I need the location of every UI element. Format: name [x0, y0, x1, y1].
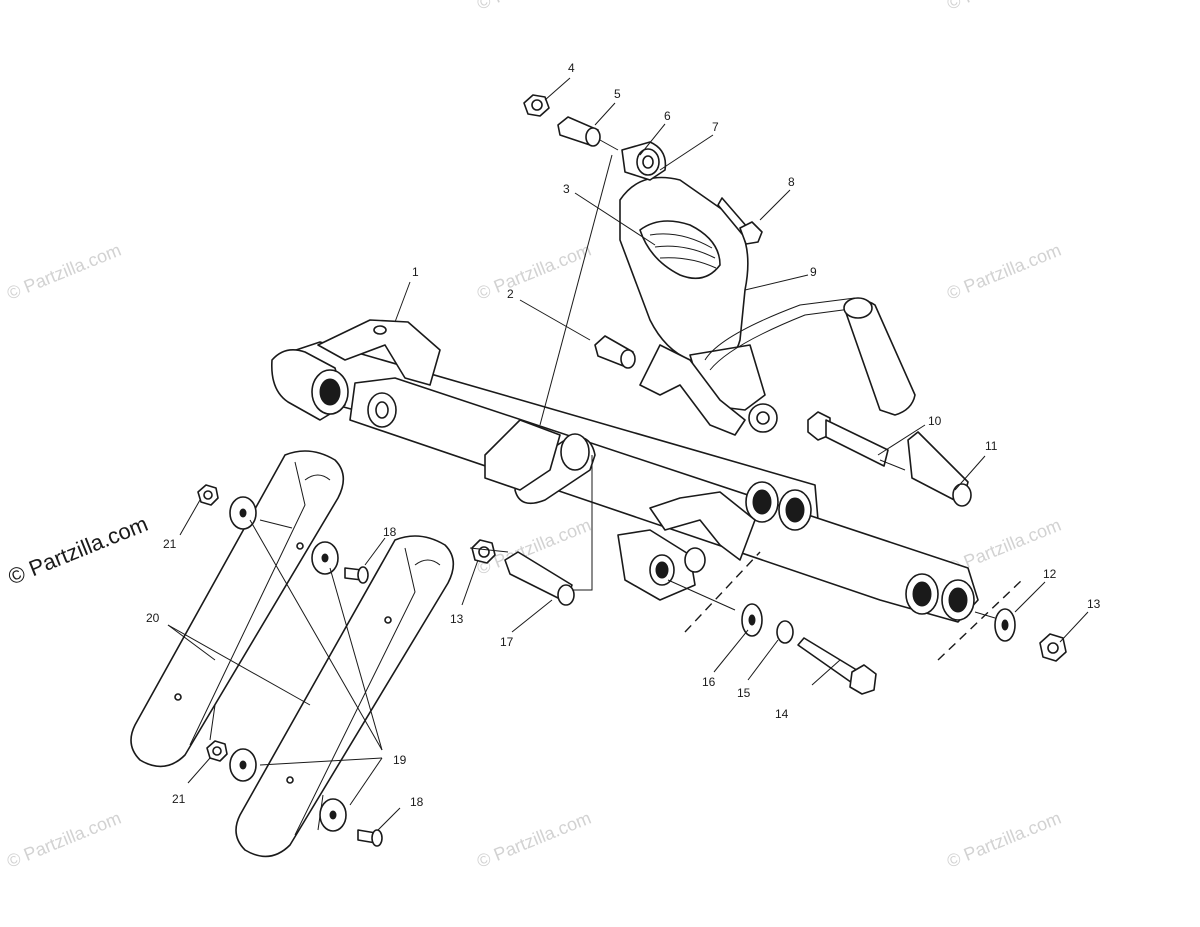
swing-arm — [271, 319, 979, 623]
watermark-text: © Partzilla.com — [944, 808, 1064, 872]
callout-17: 17 — [500, 635, 514, 649]
callout-15: 15 — [737, 686, 751, 700]
callout-12: 12 — [1043, 567, 1057, 581]
callout-1: 1 — [412, 265, 419, 279]
callout-3: 3 — [563, 182, 570, 196]
callout-2: 2 — [507, 287, 514, 301]
watermark-text: © Partzilla.com — [474, 0, 594, 14]
top-hardware — [523, 94, 972, 507]
callout-20: 20 — [146, 611, 160, 625]
callout-21: 21 — [163, 537, 177, 551]
right-hardware — [471, 539, 1067, 695]
callout-13: 13 — [1087, 597, 1101, 611]
shock-absorber — [619, 141, 916, 436]
watermark-main: © Partzilla.com — [5, 511, 152, 590]
callout-16: 16 — [702, 675, 716, 689]
watermark-text: © Partzilla.com — [944, 240, 1064, 304]
callout-11: 11 — [985, 439, 998, 453]
callout-4: 4 — [568, 61, 575, 75]
callout-8: 8 — [788, 175, 795, 189]
callout-labels: 1 2 3 4 5 6 7 8 9 10 11 12 13 13 14 15 1… — [146, 61, 1101, 809]
axis-lines — [259, 139, 1023, 661]
callout-21: 21 — [172, 792, 186, 806]
callout-19: 19 — [393, 753, 407, 767]
watermark-text: © Partzilla.com — [4, 808, 124, 872]
watermark-text: © Partzilla.com — [474, 808, 594, 872]
callout-10: 10 — [928, 414, 942, 428]
callout-5: 5 — [614, 87, 621, 101]
watermark-text: © Partzilla.com — [944, 0, 1064, 14]
callout-7: 7 — [712, 120, 719, 134]
callout-6: 6 — [664, 109, 671, 123]
callout-14: 14 — [775, 707, 789, 721]
callout-18: 18 — [410, 795, 424, 809]
leader-lines — [167, 77, 1089, 831]
link-hardware — [197, 484, 383, 847]
callout-18: 18 — [383, 525, 397, 539]
callout-13: 13 — [450, 612, 464, 626]
watermark-text: © Partzilla.com — [474, 240, 594, 304]
link-plates — [130, 450, 455, 858]
callout-9: 9 — [810, 265, 817, 279]
watermark-text: © Partzilla.com — [4, 240, 124, 304]
